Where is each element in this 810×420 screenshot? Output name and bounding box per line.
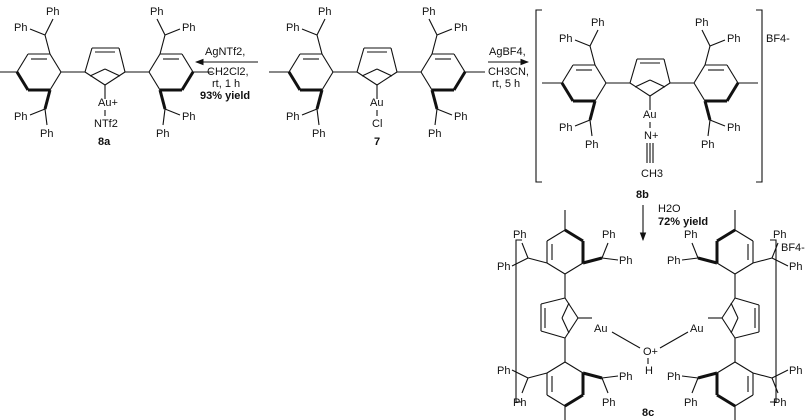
ph-label: Ph xyxy=(150,6,163,18)
hydrogen-label-8c: H xyxy=(645,365,653,377)
nitrogen-label-8b: N+ xyxy=(644,130,658,142)
ph-label: Ph xyxy=(773,229,786,241)
ph-label: Ph xyxy=(422,6,435,18)
ph-label: Ph xyxy=(14,111,27,123)
cl-label: Cl xyxy=(372,118,382,130)
ph-label: Ph xyxy=(619,255,632,267)
ph-label: Ph xyxy=(318,6,331,18)
ph-label: Ph xyxy=(585,139,598,151)
ph-label: Ph xyxy=(667,371,680,383)
ph-label: Ph xyxy=(684,397,697,409)
au-label-8b: Au xyxy=(643,109,656,121)
ph-label: Ph xyxy=(497,261,510,273)
ntf2-label: NTf2 xyxy=(94,118,118,130)
ph-label: Ph xyxy=(513,397,526,409)
ph-label: Ph xyxy=(602,397,615,409)
ph-label: Ph xyxy=(428,128,441,140)
ph-label: Ph xyxy=(667,255,680,267)
ph-label: Ph xyxy=(454,22,467,34)
ph-label: Ph xyxy=(14,22,27,34)
ph-label: Ph xyxy=(312,128,325,140)
bracket-right-8b xyxy=(756,9,763,183)
au-label-7: Au xyxy=(370,97,383,109)
solvent-ch2cl2: CH2Cl2, xyxy=(207,66,249,78)
ph-label: Ph xyxy=(513,229,526,241)
ph-label: Ph xyxy=(684,229,697,241)
ph-label: Ph xyxy=(789,365,802,377)
ph-label: Ph xyxy=(156,128,169,140)
ph-label: Ph xyxy=(727,122,740,134)
ph-label: Ph xyxy=(559,33,572,45)
ph-label: Ph xyxy=(40,128,53,140)
ph-label: Ph xyxy=(497,365,510,377)
compound-label-8a: 8a xyxy=(98,136,111,148)
ph-label: Ph xyxy=(286,111,299,123)
conditions-8a: rt, 1 h xyxy=(212,78,240,90)
ph-label: Ph xyxy=(602,229,615,241)
reagent-h2o: H2O xyxy=(658,203,681,215)
au-label-8c-right: Au xyxy=(690,323,703,335)
conditions-8b: rt, 5 h xyxy=(492,78,520,90)
yield-8c: 72% yield xyxy=(658,216,708,228)
counterion-8c: BF4- xyxy=(781,242,805,254)
reagent-agbf4: AgBF4, xyxy=(489,46,526,58)
ph-label: Ph xyxy=(286,22,299,34)
ph-label: Ph xyxy=(591,17,604,29)
bracket-right-8c xyxy=(770,239,777,403)
ph-label: Ph xyxy=(46,6,59,18)
ph-label: Ph xyxy=(182,22,195,34)
au-label-8a: Au+ xyxy=(98,97,118,109)
bracket-left-8c xyxy=(515,239,522,403)
compound-label-8b: 8b xyxy=(636,189,649,201)
ph-label: Ph xyxy=(789,261,802,273)
ph-label: Ph xyxy=(773,397,786,409)
ph-label: Ph xyxy=(727,33,740,45)
methyl-label-8b: CH3 xyxy=(641,168,663,180)
solvent-ch3cn: CH3CN, xyxy=(488,66,529,78)
reagent-agntf2: AgNTf2, xyxy=(205,46,245,58)
molecule-skeletons: PhPhPhPhPhPhPhPhPhPhPhPhPhPhPhPhPhPhPhPh… xyxy=(0,6,802,420)
bracket-left-8b xyxy=(535,9,542,183)
compound-label-7: 7 xyxy=(374,136,380,148)
au-label-8c-left: Au xyxy=(594,323,607,335)
ph-label: Ph xyxy=(182,111,195,123)
counterion-8b: BF4- xyxy=(766,33,790,45)
ph-label: Ph xyxy=(454,111,467,123)
ph-label: Ph xyxy=(559,122,572,134)
oxygen-label-8c: O+ xyxy=(643,346,658,358)
ph-label: Ph xyxy=(701,139,714,151)
ph-label: Ph xyxy=(695,17,708,29)
yield-8a: 93% yield xyxy=(200,90,250,102)
ph-label: Ph xyxy=(619,371,632,383)
compound-label-8c: 8c xyxy=(642,407,654,419)
